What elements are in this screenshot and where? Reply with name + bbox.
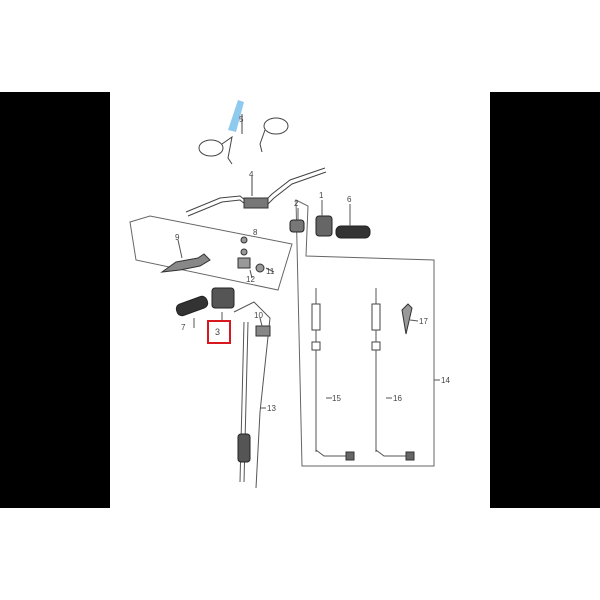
callout-8: 8: [253, 228, 258, 237]
callout-2: 2: [294, 199, 299, 208]
switch-housing: [211, 287, 235, 309]
callout-14: 14: [441, 376, 450, 385]
handlebar-clamp: [243, 197, 269, 209]
cable-13: [233, 301, 271, 489]
clip-17: [401, 303, 419, 335]
throttle-parts: [289, 200, 371, 239]
callout-6: 6: [347, 195, 352, 204]
throttle-housing-1: [315, 215, 333, 237]
right-grip: [335, 225, 371, 239]
callout-4: 4: [249, 170, 254, 179]
callout-16: 16: [393, 394, 402, 403]
callout-1: 1: [319, 191, 324, 200]
throttle-housing-2: [289, 219, 305, 233]
small-parts-8-11-12: [237, 236, 275, 279]
left-grip: [175, 295, 209, 317]
callout-10: 10: [254, 311, 263, 320]
mirror-right: [263, 117, 289, 135]
mirror-left: [198, 139, 224, 157]
left-cluster-outline: [129, 215, 293, 291]
brake-lever: [160, 239, 211, 273]
exploded-parts-diagram: 1 2 3 4 5 6 7 8 9 10 11 12 13 14 15 16 1…: [129, 100, 450, 489]
callout-5: 5: [239, 115, 244, 124]
diagram-canvas: 1 2 3 4 5 6 7 8 9 10 11 12 13 14 15 16 1…: [110, 92, 490, 508]
callout-9: 9: [175, 233, 180, 242]
right-cluster-outline: [295, 199, 435, 467]
callout-15: 15: [332, 394, 341, 403]
callout-11: 11: [266, 267, 275, 276]
letterbox-right: [490, 92, 600, 508]
letterbox-left: [0, 92, 110, 508]
callout-labels: 1 2 3 4 5 6 7 8 9 10 11 12 13 14 15 16 1…: [175, 115, 450, 413]
cables-15-16: [311, 288, 440, 461]
highlight-box: [207, 320, 231, 344]
handlebar: [185, 167, 327, 217]
mirror-highlight: [228, 100, 244, 132]
callout-12: 12: [246, 275, 255, 284]
callout-7: 7: [181, 323, 186, 332]
callout-3: 3: [215, 327, 220, 337]
mirror-assembly: [198, 100, 289, 165]
callout-13: 13: [267, 404, 276, 413]
callout-17: 17: [419, 317, 428, 326]
